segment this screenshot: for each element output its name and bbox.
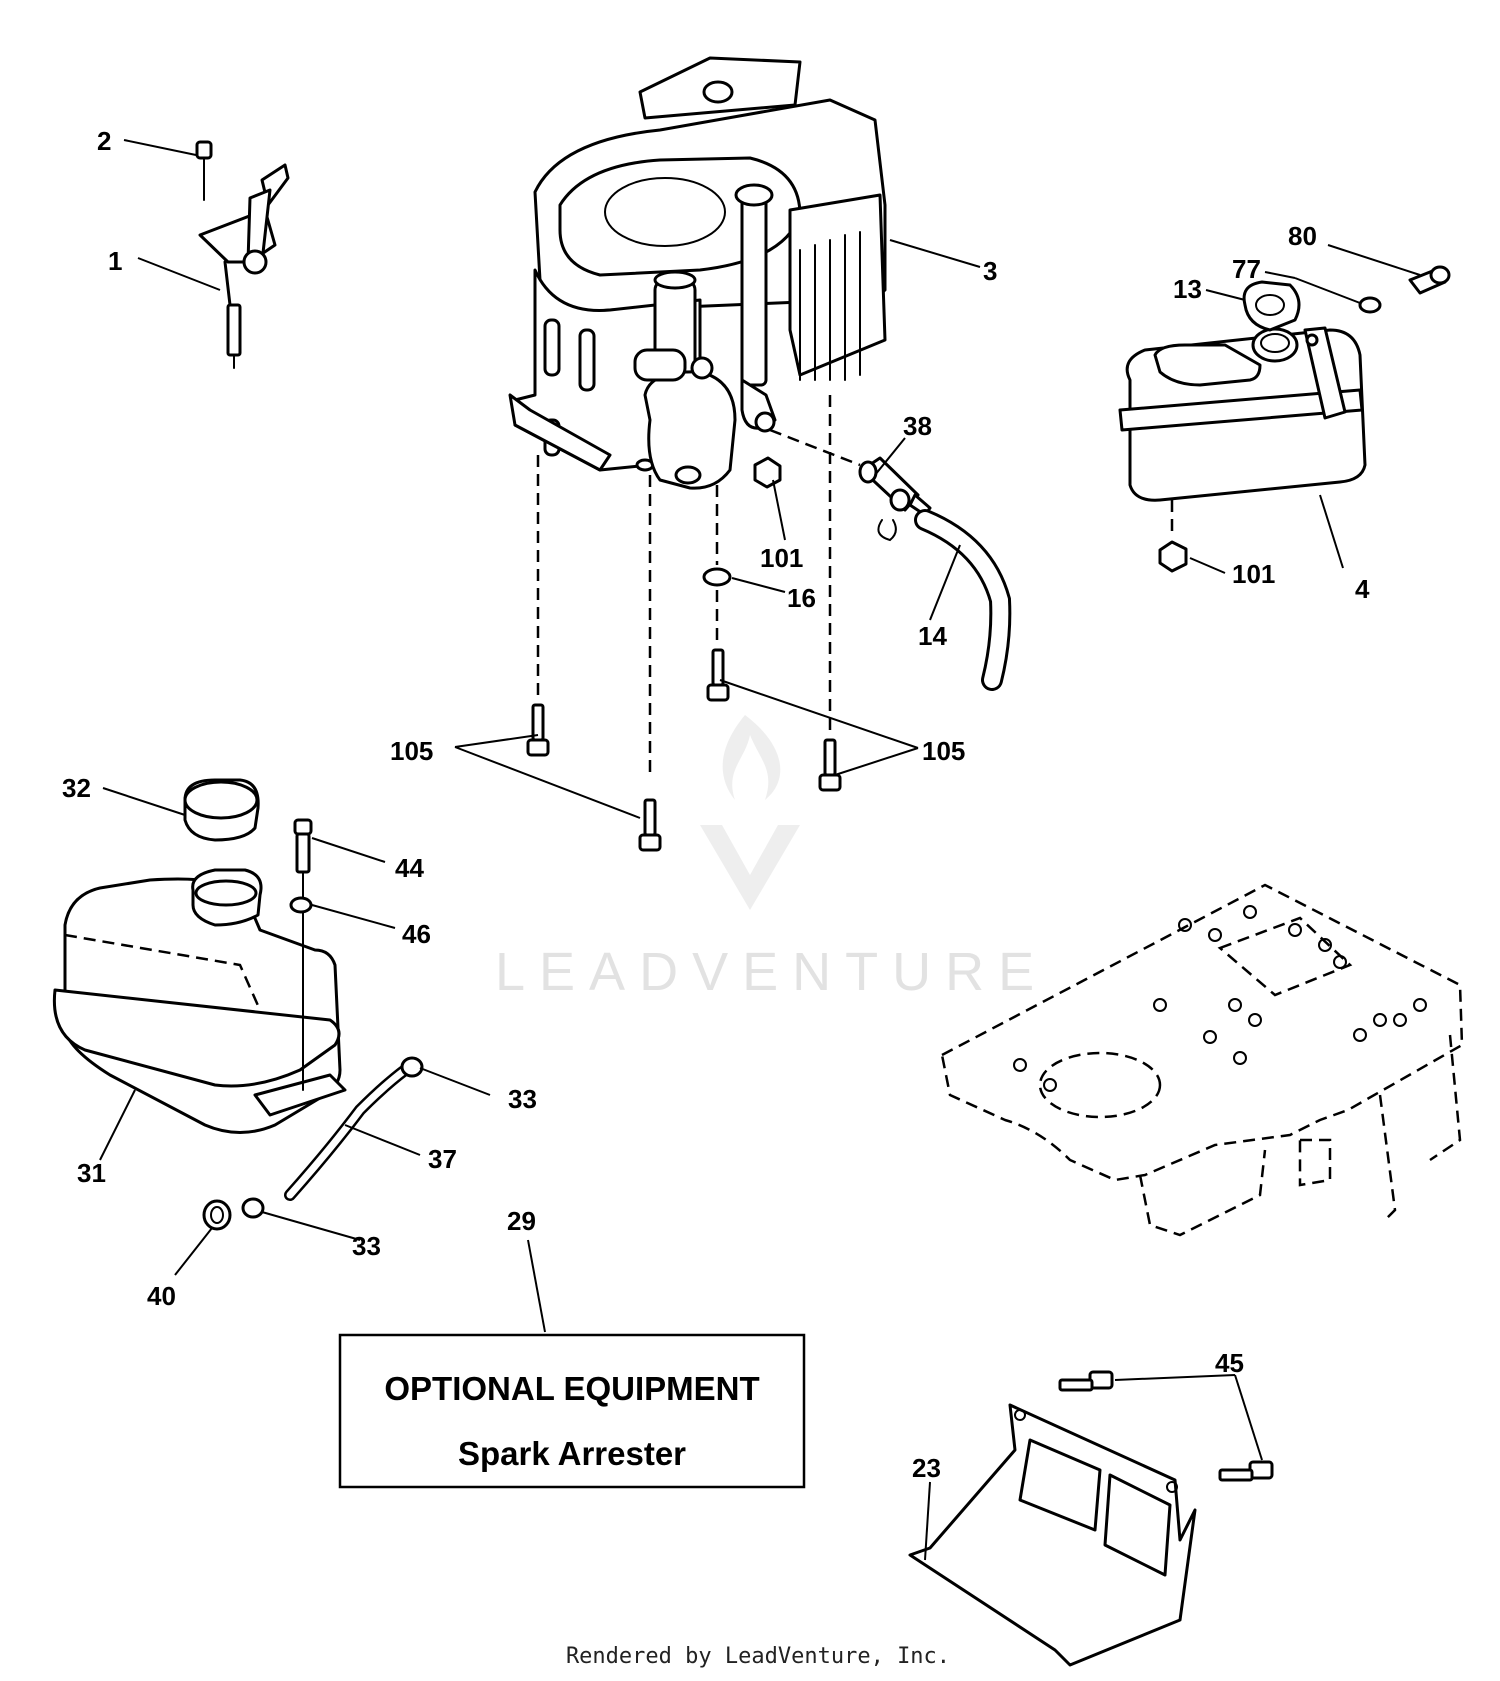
callout-37: 37 (428, 1144, 457, 1174)
callout-1: 1 (108, 246, 122, 276)
optional-equipment-box (338, 1333, 806, 1489)
callout-77: 77 (1232, 254, 1261, 284)
engine-mount-hardware (526, 395, 842, 852)
callout-105-left: 105 (390, 736, 433, 766)
callout-13: 13 (1173, 274, 1202, 304)
callout-40: 40 (147, 1281, 176, 1311)
callout-33-top: 33 (508, 1084, 537, 1114)
muffler (1118, 265, 1451, 573)
callout-101-engine: 101 (760, 543, 803, 573)
callout-44: 44 (395, 853, 424, 883)
callout-2: 2 (97, 126, 111, 156)
callout-16: 16 (787, 583, 816, 613)
callout-29: 29 (507, 1206, 536, 1236)
callout-101-muffler: 101 (1232, 559, 1275, 589)
watermark-logo-icon (700, 715, 800, 910)
watermark-text: LEADVENTURE (495, 942, 1048, 1002)
callout-32: 32 (62, 773, 91, 803)
frame (940, 883, 1464, 1237)
leader-lines (99, 139, 1421, 1561)
optional-equipment-title: OPTIONAL EQUIPMENT (384, 1370, 759, 1407)
callout-46: 46 (402, 919, 431, 949)
engine (508, 56, 887, 490)
throttle-control (195, 140, 290, 369)
callout-3: 3 (983, 256, 997, 286)
callout-33-bottom: 33 (352, 1231, 381, 1261)
callout-45: 45 (1215, 1348, 1244, 1378)
callout-105-right: 105 (922, 736, 965, 766)
callout-80: 80 (1288, 221, 1317, 251)
callouts: 2 1 3 80 77 13 38 101 101 4 16 14 105 10… (62, 126, 1370, 1483)
footer-credit: Rendered by LeadVenture, Inc. (566, 1644, 950, 1669)
callout-38: 38 (903, 411, 932, 441)
callout-14: 14 (918, 621, 947, 651)
heat-shield (908, 1370, 1274, 1667)
callout-31: 31 (77, 1158, 106, 1188)
fuel-filter (769, 428, 932, 542)
fuel-hose-inner (917, 512, 1009, 688)
callout-23: 23 (912, 1453, 941, 1483)
spark-arrester-label: Spark Arrester (458, 1435, 686, 1472)
callout-4: 4 (1355, 574, 1370, 604)
fuel-tank (52, 778, 424, 1231)
